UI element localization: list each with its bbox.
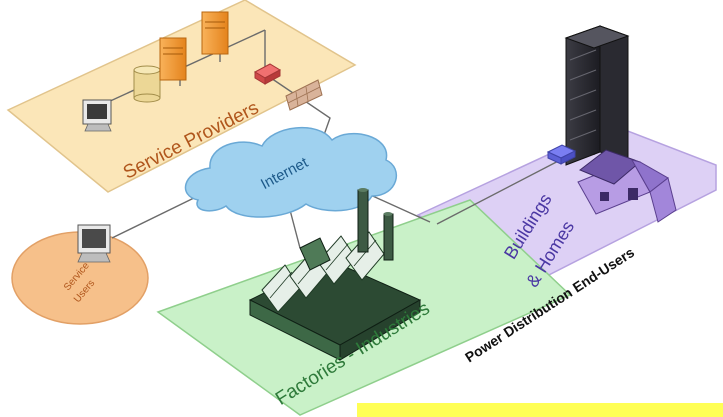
highlight-bar [357,403,723,417]
factory-icon [248,188,422,361]
house-icon [577,149,677,223]
skyscraper-icon [564,25,630,166]
firewall-icon [285,79,323,111]
monitor-icon [77,224,111,263]
service-providers-zone [6,0,357,193]
database-icon [133,65,161,103]
router-icon [253,63,282,85]
server-tower-icon [159,11,229,81]
gateway-icon [546,144,577,165]
monitor-icon [82,99,112,132]
internet-cloud [184,126,397,218]
